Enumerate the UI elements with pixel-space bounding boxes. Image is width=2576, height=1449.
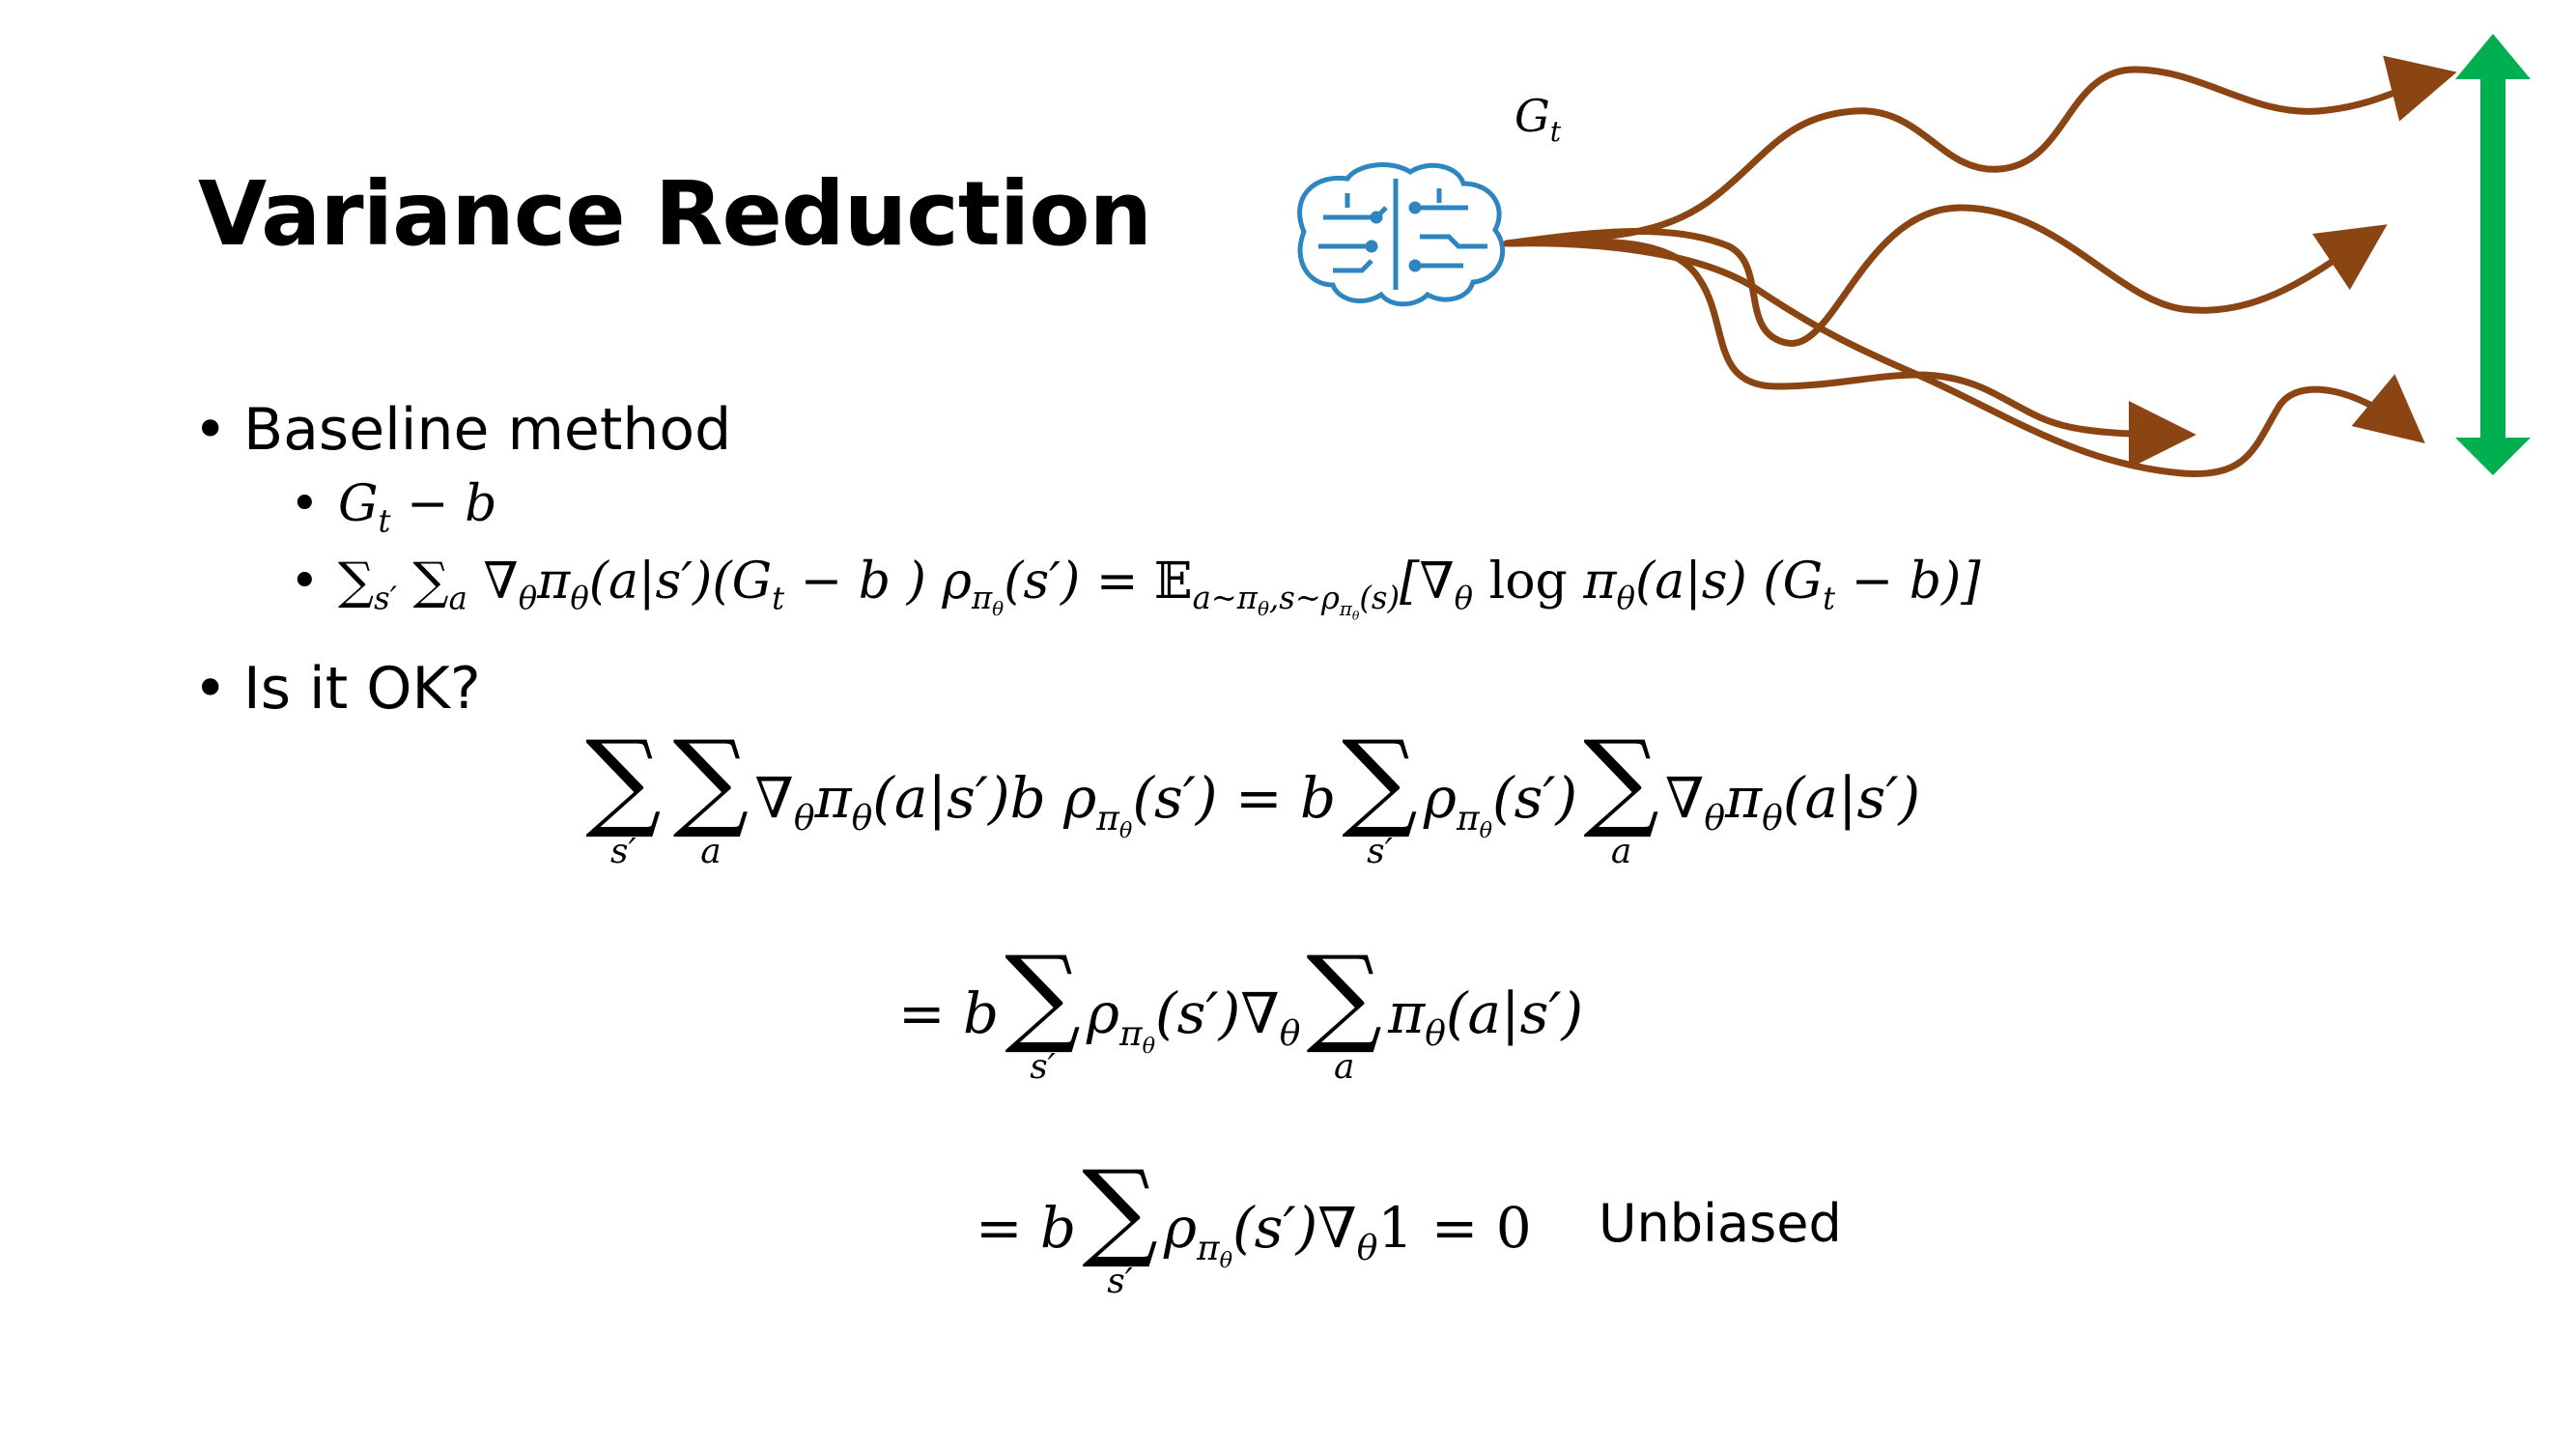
variance-double-arrow [2455,34,2531,475]
trajectory-4 [1503,240,2425,477]
brain-icon [1297,162,1506,307]
subbullet-expectation: •∑s′ ∑a ∇θπθ(a|s′)(Gt − b ) ρπθ(s′) = 𝔼a… [290,553,1981,623]
slide-title: Variance Reduction [198,162,1152,266]
bullet-is-it-ok-text: Is it OK? [243,655,481,723]
trajectory-1 [1503,55,2457,247]
bullet-is-it-ok: •Is it OK? [193,655,481,723]
subbullet-gt-minus-b: •Gt − b [290,475,497,540]
bullet-baseline: •Baseline method [193,396,732,464]
equation-line-3: = b ∑s′ ρπθ(s′)∇θ1 = 0 [976,1148,1532,1302]
trajectory-3 [1503,238,2196,469]
equation-line-1: ∑s′ ∑a ∇θπθ(a|s′)b ρπθ(s′) = b ∑s′ ρπθ(s… [585,718,1921,872]
bullet-baseline-text: Baseline method [243,396,732,464]
return-label: Gt [1514,90,1562,148]
trajectory-2 [1503,204,2388,347]
equation-line-2: = b ∑s′ ρπθ(s′)∇θ ∑a πθ(a|s′) [898,933,1584,1088]
unbiased-label: Unbiased [1599,1193,1842,1254]
